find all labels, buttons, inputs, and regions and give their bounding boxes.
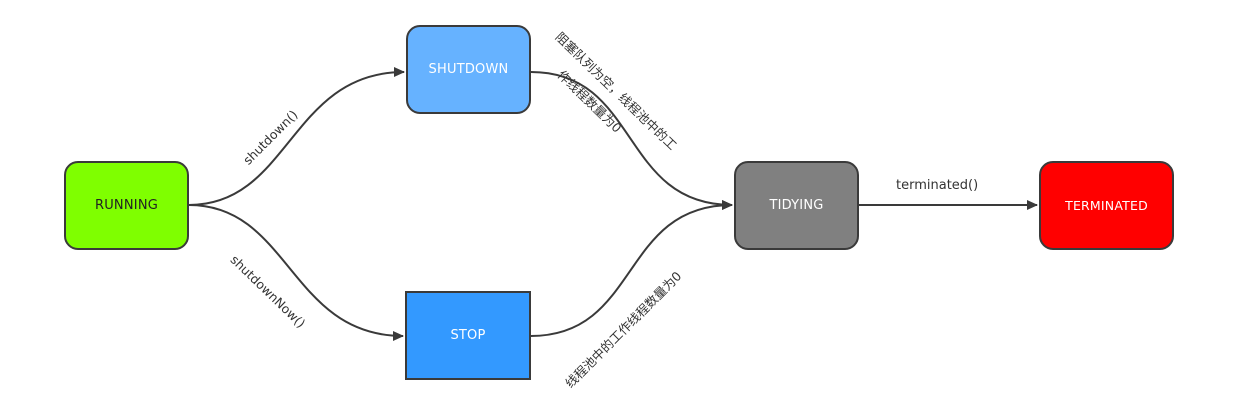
tidying-node: TIDYING: [734, 161, 859, 250]
edge-shutdown-to-tidying: [530, 71, 733, 210]
running-label: RUNNING: [94, 198, 159, 213]
shutdown-node: SHUTDOWN: [406, 25, 531, 114]
tidying-label: TIDYING: [769, 198, 824, 213]
edge-running-to-shutdown: [188, 67, 405, 206]
shutdown-label: SHUTDOWN: [428, 62, 509, 77]
edge-running-to-stop: [188, 204, 404, 341]
stop-label: STOP: [450, 328, 486, 343]
edge-stop-to-tidying: [530, 200, 733, 337]
stop-node: STOP: [405, 291, 531, 380]
terminated-call-label: terminated(): [896, 178, 979, 193]
running-node: RUNNING: [64, 161, 189, 250]
terminated-node: TERMINATED: [1039, 161, 1174, 250]
terminated-label: TERMINATED: [1065, 198, 1148, 213]
